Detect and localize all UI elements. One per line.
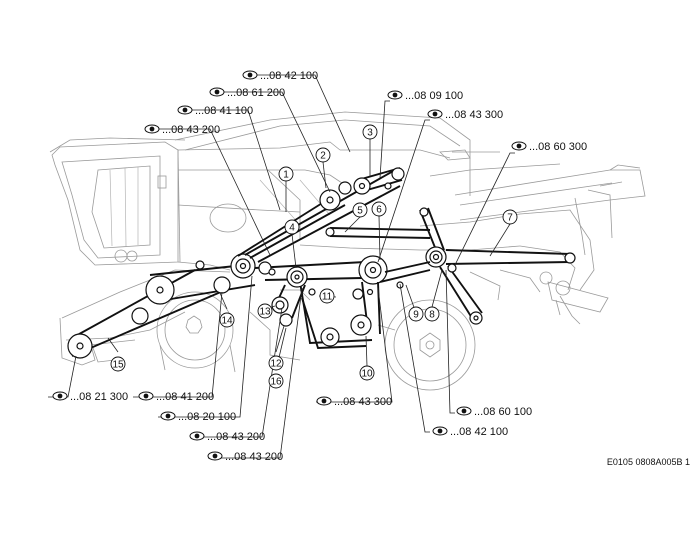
callout-number: 14 — [221, 316, 233, 327]
callout: 15 — [110, 356, 126, 372]
callout-number: 1 — [283, 170, 289, 181]
callout-number: 10 — [361, 369, 373, 380]
callout-number: 2 — [320, 151, 326, 162]
callout-number: 11 — [322, 292, 333, 303]
reference-label: ...08 09 100 — [387, 90, 463, 102]
reference-code: ...08 43 200 — [162, 124, 220, 136]
reference-label: ...08 43 200 — [144, 124, 220, 136]
reference-code: ...08 43 300 — [334, 396, 392, 408]
callout-number: 16 — [270, 377, 282, 388]
callout: 1 — [278, 166, 294, 182]
callout: 5 — [352, 202, 368, 218]
reference-code: ...08 43 200 — [225, 451, 283, 463]
callout: 16 — [268, 373, 284, 389]
reference-label: ...08 41 200 — [138, 391, 214, 403]
callout-number: 8 — [429, 310, 435, 321]
reference-label: ...08 61 200 — [209, 87, 285, 99]
reference-label: ...08 60 100 — [456, 406, 532, 418]
reference-label: ...08 43 300 — [427, 109, 503, 121]
reference-labels: ...08 42 100 ...08 61 200 ...08 41 100 .… — [52, 70, 587, 463]
combine-harvester-outline — [49, 111, 646, 391]
eye-icon — [456, 406, 472, 416]
eye-icon — [138, 391, 154, 401]
callout: 12 — [268, 355, 284, 371]
eye-icon — [144, 124, 160, 134]
reference-label: ...08 42 100 — [242, 70, 318, 82]
reference-code: ...08 42 100 — [450, 426, 508, 438]
callout: 7 — [502, 209, 518, 225]
reference-code: ...08 43 300 — [445, 109, 503, 121]
drive-belts — [67, 167, 576, 359]
callout: 4 — [284, 219, 300, 235]
numbered-callouts: 1 2 3 4 5 6 7 8 9 10 11 12 13 14 15 16 — [110, 124, 518, 389]
callout-number: 13 — [259, 307, 271, 318]
reference-label: ...08 42 100 — [432, 426, 508, 438]
eye-icon — [52, 391, 68, 401]
eye-icon — [432, 426, 448, 436]
reference-code: ...08 41 100 — [195, 105, 253, 117]
callout-number: 6 — [376, 205, 382, 216]
reference-code: ...08 43 200 — [207, 431, 265, 443]
callout: 13 — [257, 303, 273, 319]
callout-number: 5 — [357, 206, 363, 217]
callout-number: 3 — [367, 128, 373, 139]
callout: 3 — [362, 124, 378, 140]
leader-lines — [48, 74, 515, 459]
eye-icon — [387, 90, 403, 100]
callout: 9 — [408, 306, 424, 322]
reference-code: ...08 09 100 — [405, 90, 463, 102]
callout-number: 12 — [270, 359, 282, 370]
callout: 11 — [319, 288, 335, 304]
callout-number: 9 — [413, 310, 419, 321]
reference-label: ...08 20 100 — [160, 411, 236, 423]
eye-icon — [242, 70, 258, 80]
reference-code: ...08 60 100 — [474, 406, 532, 418]
reference-code: ...08 20 100 — [178, 411, 236, 423]
reference-label: ...08 41 100 — [177, 105, 253, 117]
reference-code: ...08 21 300 — [70, 391, 128, 403]
callout: 8 — [424, 306, 440, 322]
eye-icon — [316, 396, 332, 406]
eye-icon — [177, 105, 193, 115]
eye-icon — [209, 87, 225, 97]
reference-code: ...08 61 200 — [227, 87, 285, 99]
callout: 2 — [315, 147, 331, 163]
figure-code: E0105 0808A005B 1 — [607, 457, 690, 467]
eye-icon — [160, 411, 176, 421]
callout: 6 — [371, 201, 387, 217]
eye-icon — [511, 141, 527, 151]
eye-icon — [189, 431, 205, 441]
callout-number: 7 — [507, 213, 513, 224]
callout: 10 — [359, 365, 375, 381]
reference-code: ...08 60 300 — [529, 141, 587, 153]
reference-code: ...08 42 100 — [260, 70, 318, 82]
reference-label: ...08 43 200 — [189, 431, 265, 443]
eye-icon — [207, 451, 223, 461]
reference-label: ...08 21 300 — [52, 391, 128, 403]
reference-label: ...08 60 300 — [511, 141, 587, 153]
reference-code: ...08 41 200 — [156, 391, 214, 403]
eye-icon — [427, 109, 443, 119]
callout-number: 15 — [112, 360, 124, 371]
callout: 14 — [219, 312, 235, 328]
reference-label: ...08 43 200 — [207, 451, 283, 463]
callout-number: 4 — [289, 223, 295, 234]
reference-label: ...08 43 300 — [316, 396, 392, 408]
